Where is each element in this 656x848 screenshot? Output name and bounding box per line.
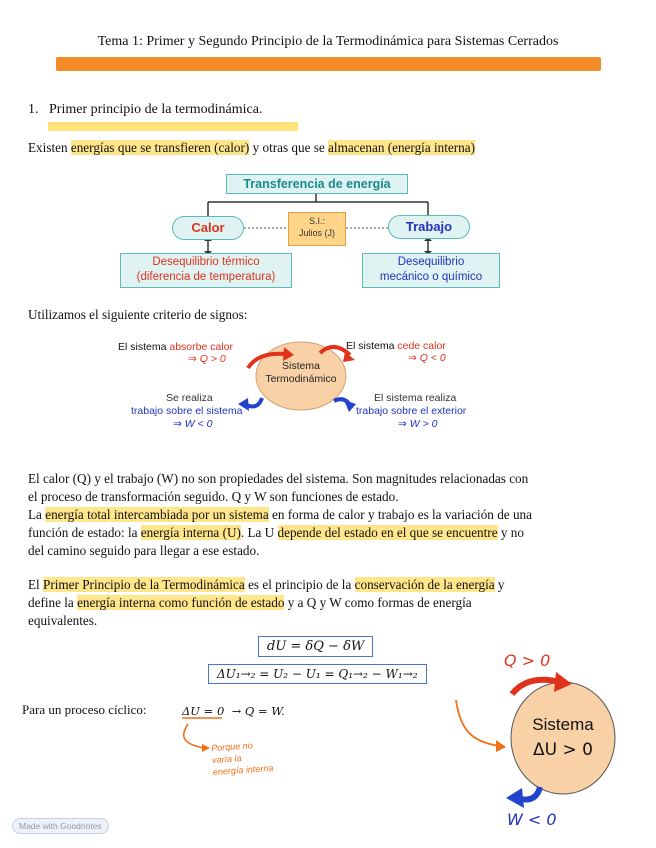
trabajo-sobre-sistema-label: trabajo sobre el sistema xyxy=(131,405,243,417)
ciclico-equation: ΔU = 0 → Q = W. xyxy=(182,704,285,718)
calor-box: Calor xyxy=(172,216,244,240)
se-realiza-label: Se realiza xyxy=(166,392,213,404)
intro-paragraph: Existen energías que se transfieren (cal… xyxy=(28,140,475,155)
heat-work-paragraph: El calor (Q) y el trabajo (W) no son pro… xyxy=(28,471,532,558)
si-units-box: S.I.: Julios (J) xyxy=(288,212,346,246)
sistema-realiza-label: El sistema realiza xyxy=(374,392,457,404)
section-heading: 1. Primer principio de la termodinámica. xyxy=(28,102,263,117)
differential-formula: dU = δQ − δW xyxy=(258,636,374,657)
trabajo-sobre-exterior-label: trabajo sobre el exterior xyxy=(356,405,467,417)
diagram2-graphics xyxy=(238,341,356,412)
sistema-big-label: Sistema xyxy=(532,715,594,734)
goodnotes-watermark: Made with Goodnotes xyxy=(12,818,109,834)
q-positive-big: Q > 0 xyxy=(504,651,551,670)
integral-formula: ΔU₁→₂ = U₂ − U₁ = Q₁→₂ − W₁→₂ xyxy=(208,664,427,684)
absorbe-calor-label: El sistema absorbe calor xyxy=(118,341,233,353)
cede-calor-label: El sistema cede calor xyxy=(346,340,446,352)
w-negative-label: ⇒ W < 0 xyxy=(173,418,213,430)
w-positive-label: ⇒ W > 0 xyxy=(398,418,438,430)
first-principle-paragraph: El Primer Principio de la Termodinámica … xyxy=(28,577,505,628)
sistema-termodinamico-label: Sistema Termodinámico xyxy=(265,360,337,385)
sign-criteria-text: Utilizamos el siguiente criterio de sign… xyxy=(28,307,248,322)
w-negative-big: W < 0 xyxy=(507,810,557,829)
thermal-imbalance-box: Desequilibrio térmico (diferencia de tem… xyxy=(120,253,292,288)
energy-transfer-box: Transferencia de energía xyxy=(226,174,408,194)
delta-u-positive: ΔU > 0 xyxy=(533,740,593,760)
title-divider-bar xyxy=(56,57,601,71)
heading-highlight xyxy=(48,122,298,131)
page-title: Tema 1: Primer y Segundo Principio de la… xyxy=(97,34,559,49)
diagram1-connectors xyxy=(204,192,432,255)
trabajo-box: Trabajo xyxy=(388,215,470,239)
q-positive-label: ⇒ Q > 0 xyxy=(188,353,226,365)
ciclico-label: Para un proceso cíclico: xyxy=(22,702,147,717)
q-negative-label: ⇒ Q < 0 xyxy=(408,352,446,364)
mechanical-imbalance-box: Desequilibrio mecánico o químico xyxy=(362,253,500,288)
